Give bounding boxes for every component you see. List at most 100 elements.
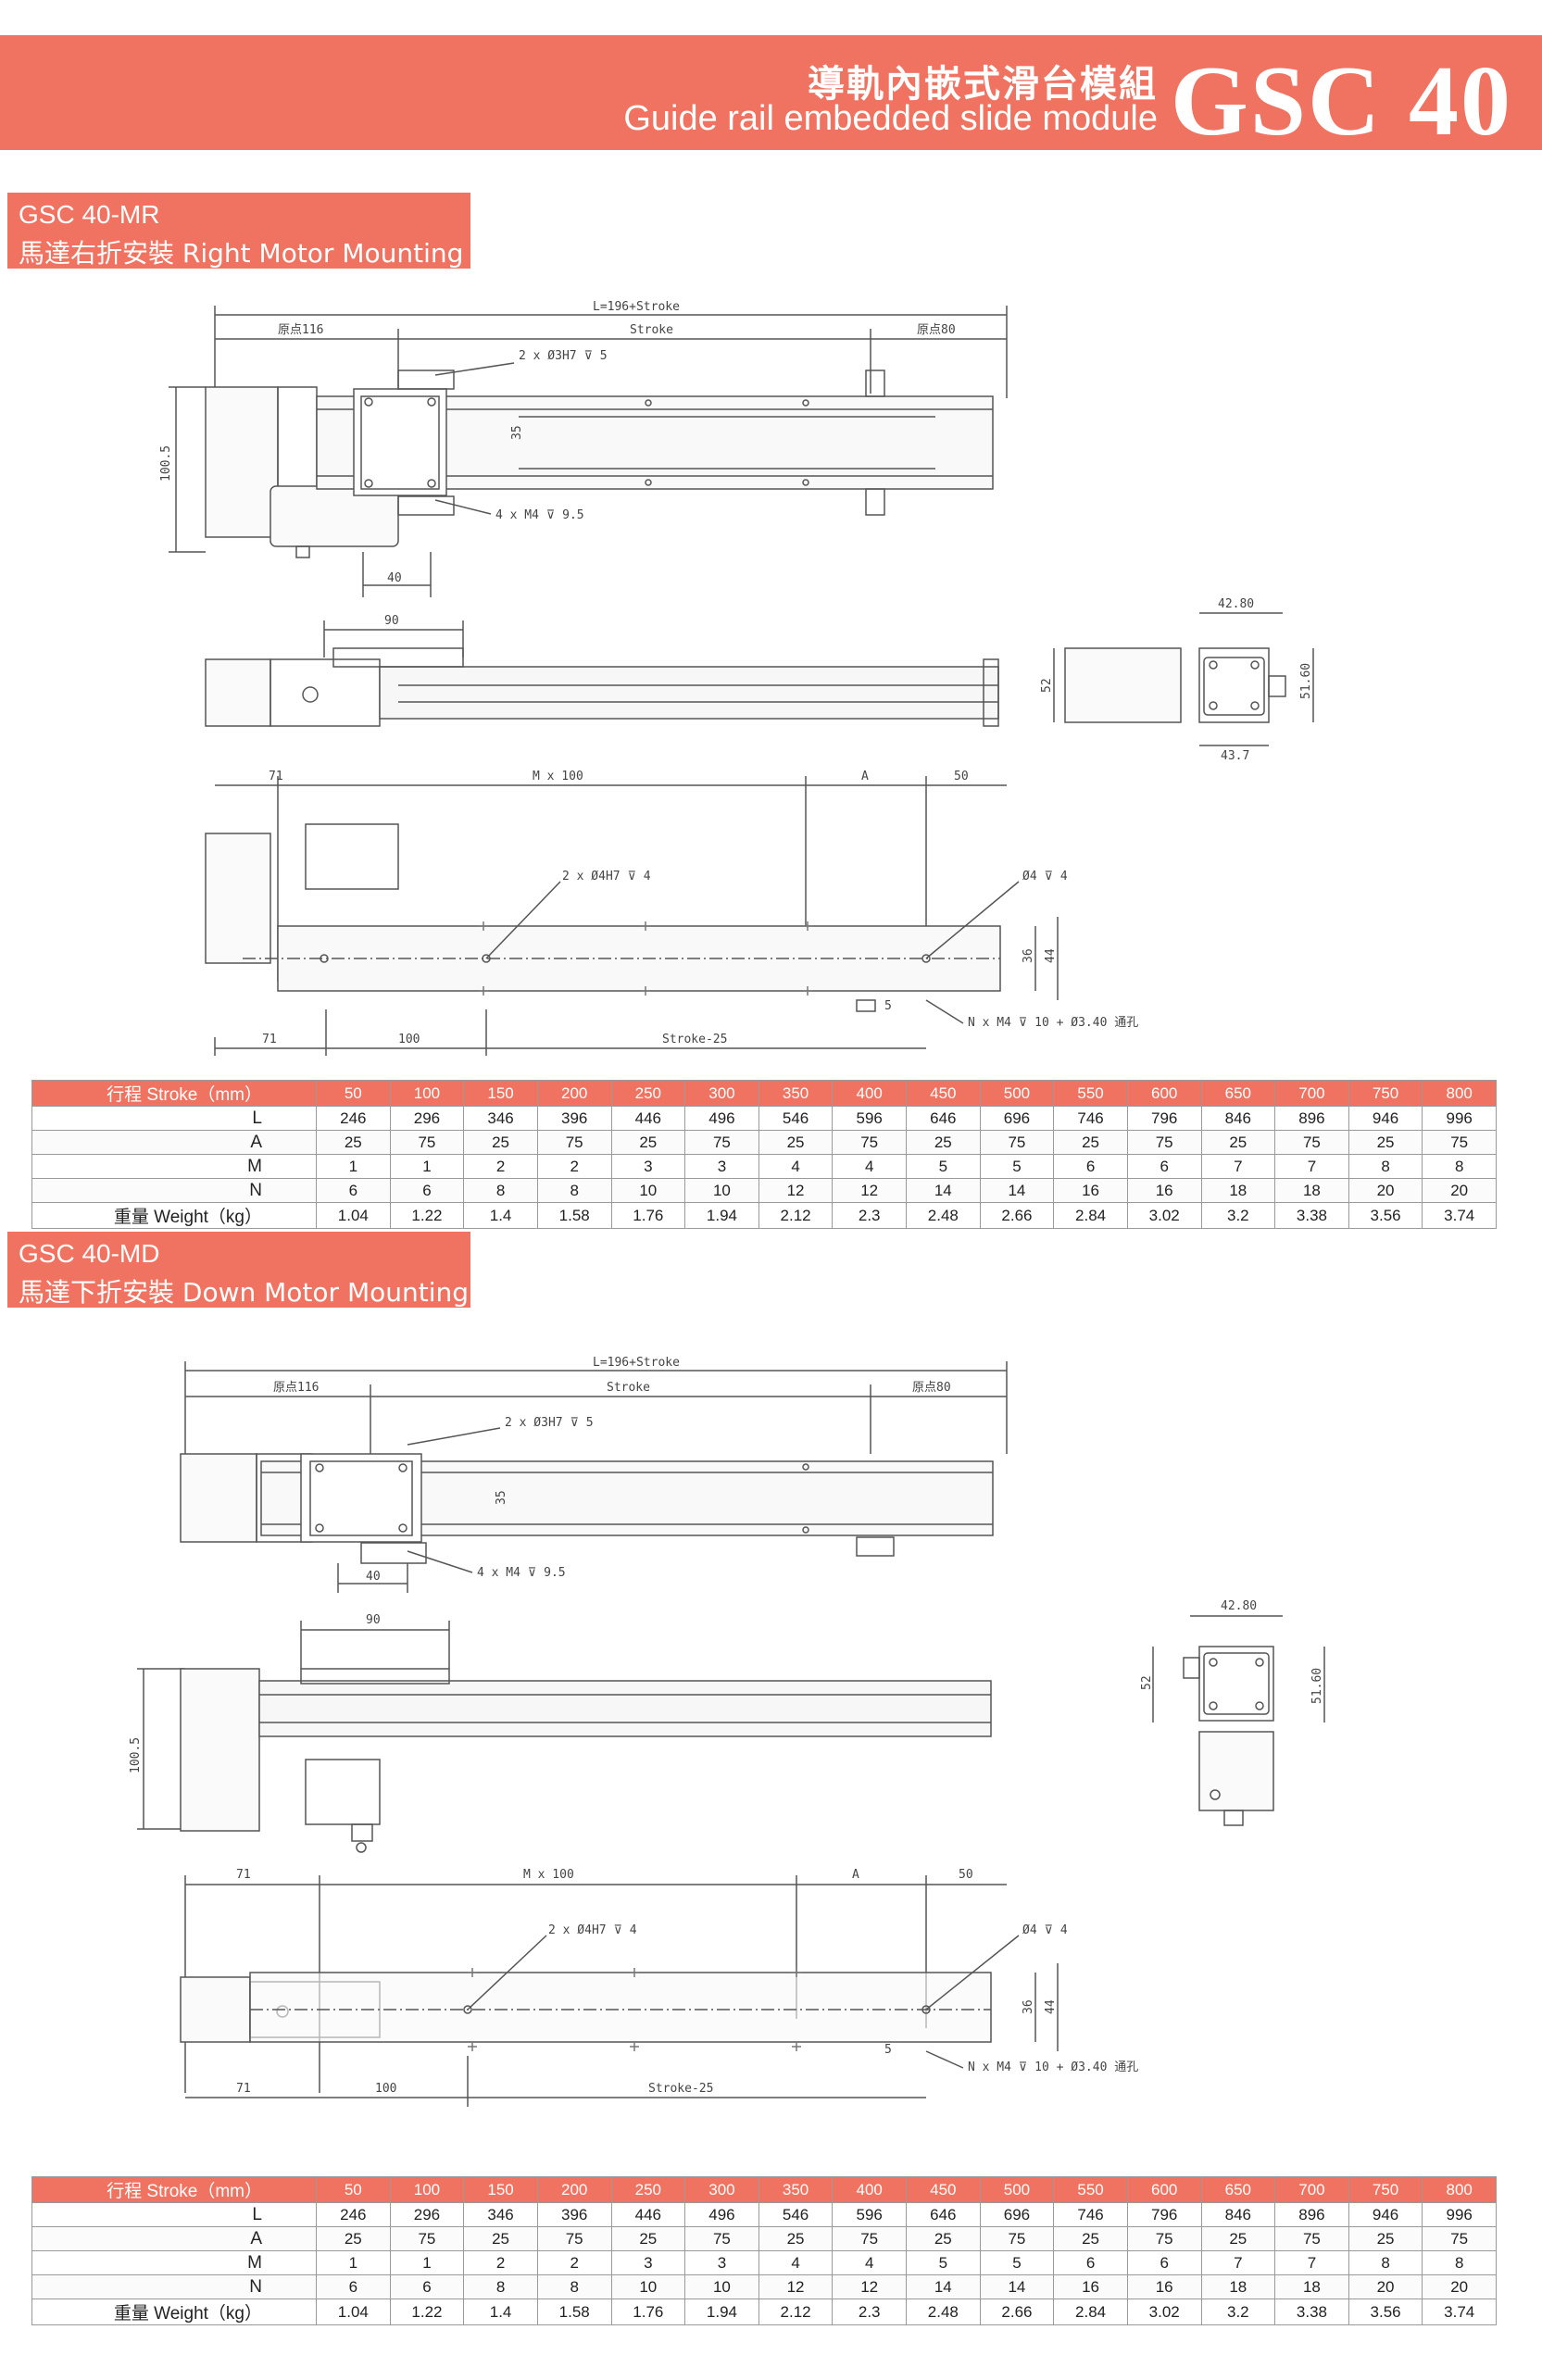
table-cell: 946 bbox=[1348, 2202, 1423, 2227]
section-subtitle: 馬達右折安裝 Right Motor Mounting bbox=[19, 238, 464, 269]
row-label: N bbox=[31, 1178, 317, 1203]
table-cell: 75 bbox=[1274, 1130, 1349, 1155]
table-cell: 16 bbox=[1053, 2274, 1128, 2299]
table-cell: 8 bbox=[463, 2274, 538, 2299]
table-cell: 7 bbox=[1274, 2250, 1349, 2275]
table-cell: 25 bbox=[758, 2226, 834, 2251]
dim-height-inner: 36 bbox=[1022, 948, 1035, 963]
table-cell: 12 bbox=[758, 2274, 834, 2299]
table-cell: 846 bbox=[1200, 2202, 1276, 2227]
table-cell: 3.38 bbox=[1274, 1202, 1349, 1229]
table-cell: 2.3 bbox=[832, 1202, 907, 1229]
dim-stroke-minus: Stroke-25 bbox=[662, 1033, 727, 1046]
table-cell: 1.58 bbox=[536, 1202, 612, 1229]
table-cell: 75 bbox=[1422, 1130, 1497, 1155]
table-cell: 7 bbox=[1274, 1154, 1349, 1179]
dim-origin-left: 原点116 bbox=[278, 323, 323, 337]
table-cell: 14 bbox=[906, 2274, 981, 2299]
table-cell: 2 bbox=[463, 1154, 538, 1179]
table-cell: 296 bbox=[389, 2202, 465, 2227]
title-en: Guide rail embedded slide module bbox=[623, 99, 1158, 138]
bottom-view: 71 M x 100 A 50 2 x Ø4H7 ⊽ 4 Ø4 ⊽ 4 5 bbox=[180, 1868, 1138, 2107]
table-cell: 3.2 bbox=[1200, 2299, 1276, 2325]
table-cell: 3.38 bbox=[1274, 2299, 1349, 2325]
table-cell: 896 bbox=[1274, 1106, 1349, 1131]
stroke-cell: 100 bbox=[389, 2176, 465, 2203]
dim-end-width-bottom: 43.7 bbox=[1221, 749, 1249, 763]
table-cell: 75 bbox=[536, 1130, 612, 1155]
side-view: 90 100.5 bbox=[129, 1613, 992, 1853]
dim-end-height-right: 51.60 bbox=[1299, 663, 1313, 699]
table-cell: 10 bbox=[610, 2274, 686, 2299]
note-pin-holes: 2 x Ø3H7 ⊽ 5 bbox=[519, 349, 608, 363]
table-cell: 20 bbox=[1348, 1178, 1423, 1203]
table-cell: 746 bbox=[1053, 1106, 1128, 1131]
table-cell: 6 bbox=[1053, 2250, 1128, 2275]
table-cell: 296 bbox=[389, 1106, 465, 1131]
table-cell: 3.02 bbox=[1126, 2299, 1202, 2325]
stroke-cell: 200 bbox=[536, 1080, 612, 1107]
top-view: L=196+Stroke 原点116 Stroke 原点80 2 x Ø3H7 … bbox=[159, 300, 1008, 597]
bottom-view: 71 M x 100 A 50 2 x Ø4H7 ⊽ 4 Ø4 ⊽ 4 5 bbox=[205, 770, 1138, 1056]
model-name: GSC 40 bbox=[1170, 46, 1512, 157]
table-cell: 25 bbox=[463, 2226, 538, 2251]
table-cell: 6 bbox=[316, 2274, 391, 2299]
table-cell: 1.4 bbox=[463, 1202, 538, 1229]
table-cell: 25 bbox=[610, 1130, 686, 1155]
note-hole: Ø4 ⊽ 4 bbox=[1022, 870, 1068, 883]
dim-end-height-left: 52 bbox=[1040, 678, 1054, 693]
stroke-cell: 700 bbox=[1274, 1080, 1349, 1107]
table-cell: 1.94 bbox=[684, 1202, 759, 1229]
table-cell: 1.22 bbox=[389, 2299, 465, 2325]
row-label: A bbox=[31, 1130, 317, 1155]
stroke-cell: 500 bbox=[979, 2176, 1055, 2203]
drawing-md: L=196+Stroke 原点116 Stroke 原点80 2 x Ø3H7 … bbox=[0, 1324, 1542, 2139]
table-cell: 75 bbox=[1126, 1130, 1202, 1155]
dim-end-height-right: 51.60 bbox=[1310, 1668, 1324, 1704]
row-label: 重量 Weight（kg） bbox=[31, 2299, 317, 2325]
stroke-cell: 550 bbox=[1053, 1080, 1128, 1107]
table-cell: 1.22 bbox=[389, 1202, 465, 1229]
stroke-cell: 800 bbox=[1422, 1080, 1497, 1107]
table-cell: 2 bbox=[536, 1154, 612, 1179]
stroke-cell: 550 bbox=[1053, 2176, 1128, 2203]
dim-width: 35 bbox=[495, 1490, 508, 1505]
table-cell: 12 bbox=[758, 1178, 834, 1203]
note-tapped-holes: 4 x M4 ⊽ 9.5 bbox=[495, 508, 584, 522]
stroke-cell: 500 bbox=[979, 1080, 1055, 1107]
table-cell: 20 bbox=[1422, 1178, 1497, 1203]
stroke-header: 行程 Stroke（mm） bbox=[31, 2176, 317, 2203]
table-cell: 8 bbox=[463, 1178, 538, 1203]
table-cell: 25 bbox=[316, 2226, 391, 2251]
dim-width: 35 bbox=[510, 425, 524, 440]
row-label: 重量 Weight（kg） bbox=[31, 1202, 317, 1229]
table-cell: 6 bbox=[389, 1178, 465, 1203]
dim-origin-right: 原点80 bbox=[917, 323, 956, 337]
table-cell: 1.76 bbox=[610, 1202, 686, 1229]
dim-stroke: Stroke bbox=[607, 1381, 650, 1395]
table-cell: 6 bbox=[316, 1178, 391, 1203]
table-cell: 8 bbox=[1422, 1154, 1497, 1179]
table-cell: 5 bbox=[906, 1154, 981, 1179]
table-cell: 25 bbox=[1348, 1130, 1423, 1155]
stroke-cell: 250 bbox=[610, 1080, 686, 1107]
table-cell: 946 bbox=[1348, 1106, 1423, 1131]
side-view: 90 bbox=[205, 614, 999, 727]
table-cell: 2.12 bbox=[758, 1202, 834, 1229]
table-cell: 5 bbox=[979, 2250, 1055, 2275]
table-cell: 16 bbox=[1053, 1178, 1128, 1203]
table-cell: 14 bbox=[979, 2274, 1055, 2299]
table-cell: 25 bbox=[906, 2226, 981, 2251]
dim-overall: L=196+Stroke bbox=[593, 300, 680, 314]
table-cell: 75 bbox=[389, 1130, 465, 1155]
table-cell: 796 bbox=[1126, 2202, 1202, 2227]
table-cell: 75 bbox=[684, 1130, 759, 1155]
title-zh: 導軌內嵌式滑台模組 bbox=[808, 63, 1158, 106]
drawing-mr: L=196+Stroke 原点116 Stroke 原点80 2 x Ø3H7 … bbox=[0, 278, 1542, 1074]
stroke-cell: 300 bbox=[684, 1080, 759, 1107]
